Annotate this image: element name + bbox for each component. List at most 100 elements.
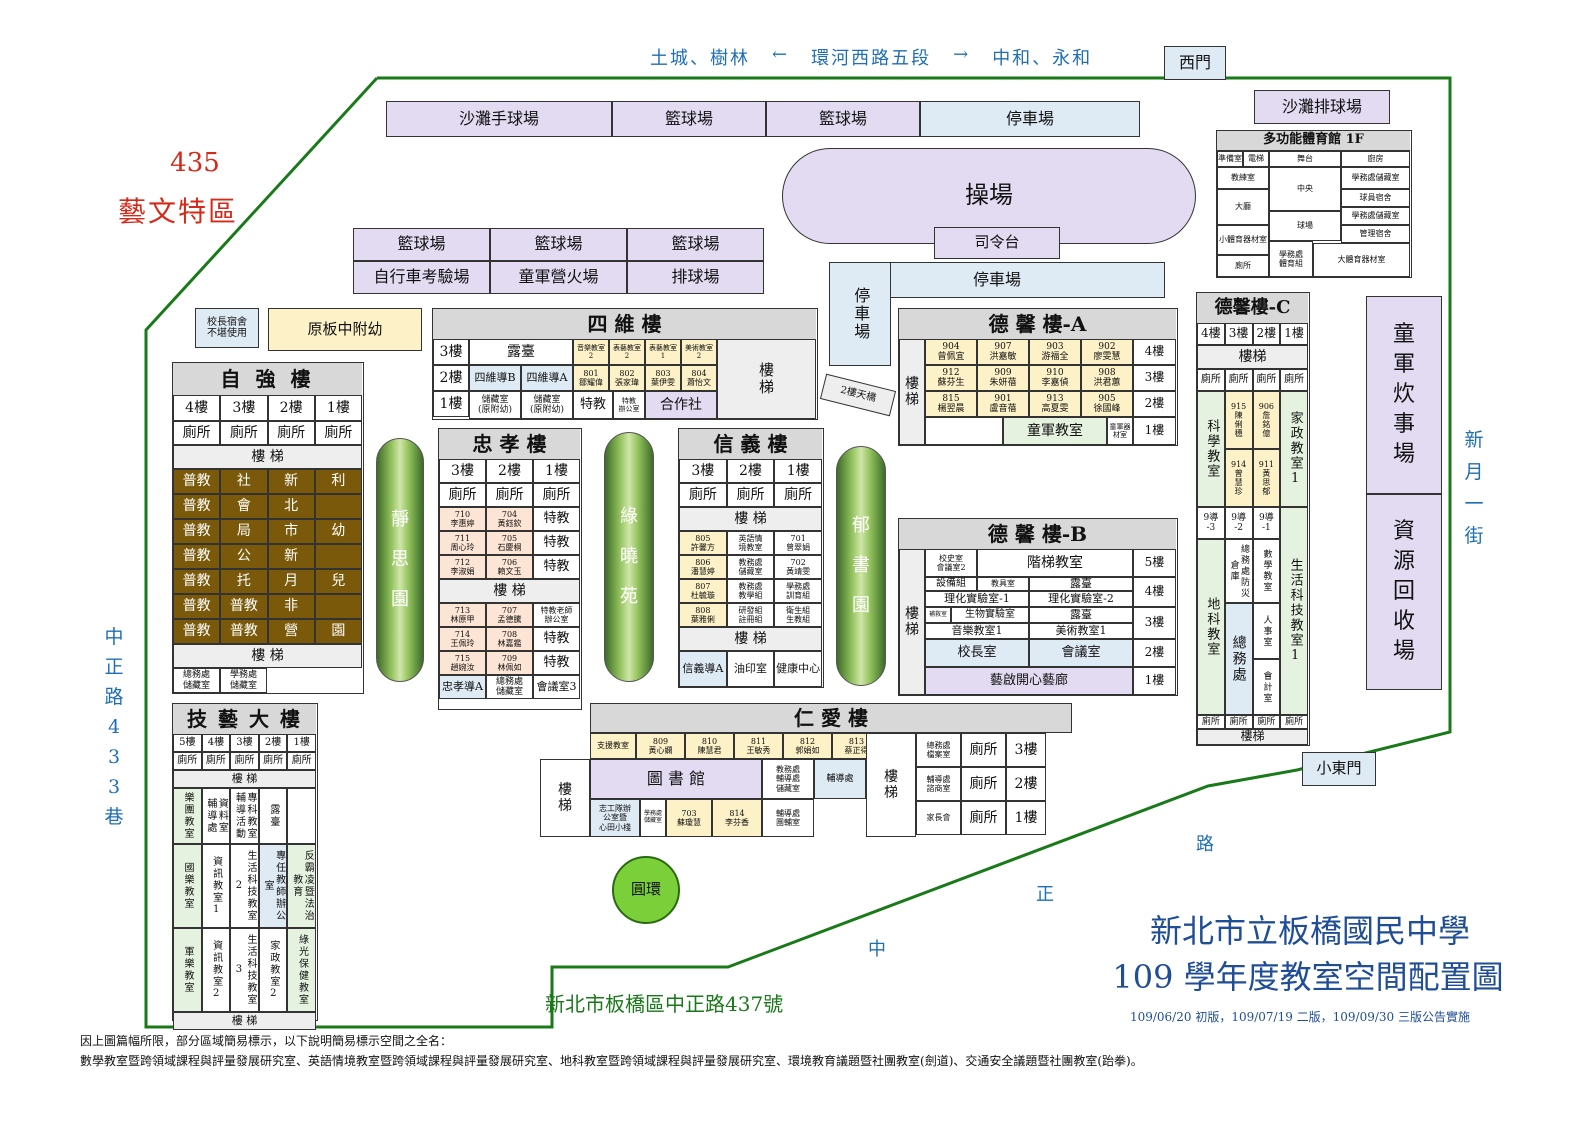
jiyi-room: 生活科技教室2 bbox=[230, 844, 259, 928]
parking-vertical: 停車場 bbox=[829, 262, 891, 366]
renai-side: 3樓 bbox=[1006, 733, 1046, 767]
basketball-court-m3: 籃球場 bbox=[627, 228, 764, 261]
basketball-court-t2: 籃球場 bbox=[766, 101, 920, 137]
gym-toilet: 廁所 bbox=[1217, 255, 1269, 277]
xinyi-room: 英語情 境教室 bbox=[726, 531, 775, 555]
gym-small-equip: 小體育器材室 bbox=[1217, 225, 1269, 255]
zone-name: 藝文特區 bbox=[117, 195, 238, 228]
siwei-floor: 1樓 bbox=[433, 391, 469, 417]
xinyi-bottom: 健康中心 bbox=[774, 651, 822, 687]
jiyi-room: 露臺 bbox=[258, 788, 288, 844]
zhongxiao-bottom: 會議室3 bbox=[533, 675, 580, 699]
jiyi-room: 反霸凌暨法治教育 bbox=[287, 844, 316, 928]
jiyi-toilet: 廁所 bbox=[287, 752, 316, 770]
jiyi-floor: 5樓 bbox=[173, 734, 202, 752]
former-kindergarten: 原板中附幼 bbox=[268, 308, 422, 351]
deming-c-title: 德馨樓-C bbox=[1197, 293, 1308, 323]
deming-a-scout-store: 童軍器材室 bbox=[1107, 417, 1133, 445]
siwei-room: 合作社 bbox=[645, 391, 717, 419]
deming-a-floor: 4樓 bbox=[1133, 339, 1176, 365]
deming-c-floor: 2樓 bbox=[1252, 323, 1281, 345]
renai-room: 輔導處 bbox=[814, 759, 866, 799]
deming-a-room: 901 盧音蓓 bbox=[977, 391, 1029, 417]
deming-c-room: 906 詹 銘 億 bbox=[1252, 391, 1281, 449]
xinyi-room: 701 曾翠娟 bbox=[774, 531, 822, 555]
deming-c-accounting: 會計室 bbox=[1252, 659, 1281, 715]
renai-side: 1樓 bbox=[1006, 801, 1046, 835]
ziqiang-room: 會 bbox=[220, 494, 268, 519]
zhongxiao-floor: 1樓 bbox=[533, 459, 580, 483]
ziqiang-room: 公 bbox=[220, 544, 268, 569]
ziqiang-toilet: 廁所 bbox=[314, 421, 362, 445]
jiyi-toilet: 廁所 bbox=[201, 752, 231, 770]
deming-b-room: 美術教室1 bbox=[1029, 623, 1133, 639]
deming-c-personnel: 人事室 bbox=[1252, 603, 1281, 659]
zhongxiao-room: 708 林嘉鑑 bbox=[486, 627, 533, 651]
ziqiang-floor: 2樓 bbox=[267, 395, 315, 421]
zhongxiao-toilet: 廁所 bbox=[486, 483, 533, 507]
xinyi-toilet: 廁所 bbox=[726, 483, 775, 507]
deming-c-general: 總務處 bbox=[1224, 603, 1253, 715]
renai-title: 仁 愛 樓 bbox=[590, 703, 1072, 733]
deming-c-floor: 3樓 bbox=[1224, 323, 1253, 345]
deming-c-floor: 1樓 bbox=[1280, 323, 1308, 345]
ziqiang-stairs: 樓 梯 bbox=[173, 445, 362, 469]
gym-manager-dorm: 管理宿舍 bbox=[1341, 225, 1410, 243]
gym-pe-office: 學務處 體育組 bbox=[1269, 241, 1313, 277]
xinyi-floor: 1樓 bbox=[774, 459, 822, 483]
zhongxiao-bottom: 總務處 儲藏室 bbox=[486, 675, 533, 699]
jiyi-floor: 4樓 bbox=[201, 734, 231, 752]
jiyi-room: 樂團教室 bbox=[173, 788, 202, 844]
renai-side: 家長會 bbox=[916, 801, 961, 835]
ziqiang-room: 普教 bbox=[173, 544, 221, 569]
deming-a-title: 德 馨 樓-A bbox=[899, 309, 1176, 339]
ziqiang-toilet: 廁所 bbox=[173, 421, 221, 445]
gym-hall: 大廳 bbox=[1217, 189, 1269, 225]
ziqiang-floor: 4樓 bbox=[173, 395, 221, 421]
zhongxiao-toilet: 廁所 bbox=[439, 483, 486, 507]
deming-b-room: 露臺 bbox=[1029, 607, 1133, 623]
beach-volleyball-court: 沙灘排球場 bbox=[1254, 90, 1390, 124]
zhongxiao-floor: 2樓 bbox=[486, 459, 533, 483]
renai-room: 輔導處 團輔室 bbox=[762, 799, 814, 837]
deming-a-room: 903 游福全 bbox=[1029, 339, 1081, 365]
siwei-room: 表藝教室 2 bbox=[609, 339, 645, 365]
deming-b-floor: 5樓 bbox=[1133, 549, 1176, 577]
ziqiang-stairs: 樓 梯 bbox=[173, 644, 362, 668]
ziqiang-room: 北 bbox=[267, 494, 315, 519]
deming-b-room: 設備組 bbox=[925, 577, 977, 591]
renai-side: 2樓 bbox=[1006, 767, 1046, 801]
volleyball-court: 排球場 bbox=[627, 261, 764, 294]
gym-player-dorm: 球員宿舍 bbox=[1341, 189, 1410, 207]
small-east-gate: 小東門 bbox=[1302, 752, 1376, 786]
jiyi-toilet: 廁所 bbox=[258, 752, 288, 770]
jiyi-floor: 2樓 bbox=[258, 734, 288, 752]
xinyi-bottom: 信義導A bbox=[679, 651, 727, 687]
deming-c-floor: 4樓 bbox=[1197, 323, 1225, 345]
bottom-road-lu: 路 bbox=[1196, 834, 1214, 855]
xinyi-room: 808 葉雅俐 bbox=[679, 603, 727, 627]
ziqiang-room bbox=[314, 494, 362, 519]
ziqiang-room: 利 bbox=[314, 469, 362, 494]
siwei-room: 特教 辦公室 bbox=[613, 391, 645, 419]
zhongxiao-toilet: 廁所 bbox=[533, 483, 580, 507]
deming-a-floor: 1樓 bbox=[1133, 417, 1176, 445]
siwei-floor: 3樓 bbox=[433, 339, 469, 365]
deming-a-scout: 童軍教室 bbox=[1003, 417, 1107, 445]
version-note: 109/06/20 初版，109/07/19 二版，109/09/30 三版公告… bbox=[1129, 1010, 1471, 1024]
xinyi-room: 教務處 教學組 bbox=[726, 579, 775, 603]
map-title-1: 新北市立板橋國民中學 bbox=[1149, 912, 1470, 950]
ziqiang-room: 營 bbox=[267, 619, 315, 644]
jiyi-room: 綠光保健教室 bbox=[287, 928, 316, 1012]
deming-b-stairs: 樓 梯 bbox=[899, 549, 925, 695]
sports-field: 操場 bbox=[782, 148, 1196, 244]
ziqiang-room: 社 bbox=[220, 469, 268, 494]
gym-coach: 教練室 bbox=[1217, 167, 1269, 189]
beach-handball-court: 沙灘手球場 bbox=[386, 101, 612, 137]
zhongxiao-room: 709 林佩如 bbox=[486, 651, 533, 675]
deming-b-room: 理化實驗室-2 bbox=[1029, 591, 1133, 607]
ziqiang-room: 普教 bbox=[173, 594, 221, 619]
